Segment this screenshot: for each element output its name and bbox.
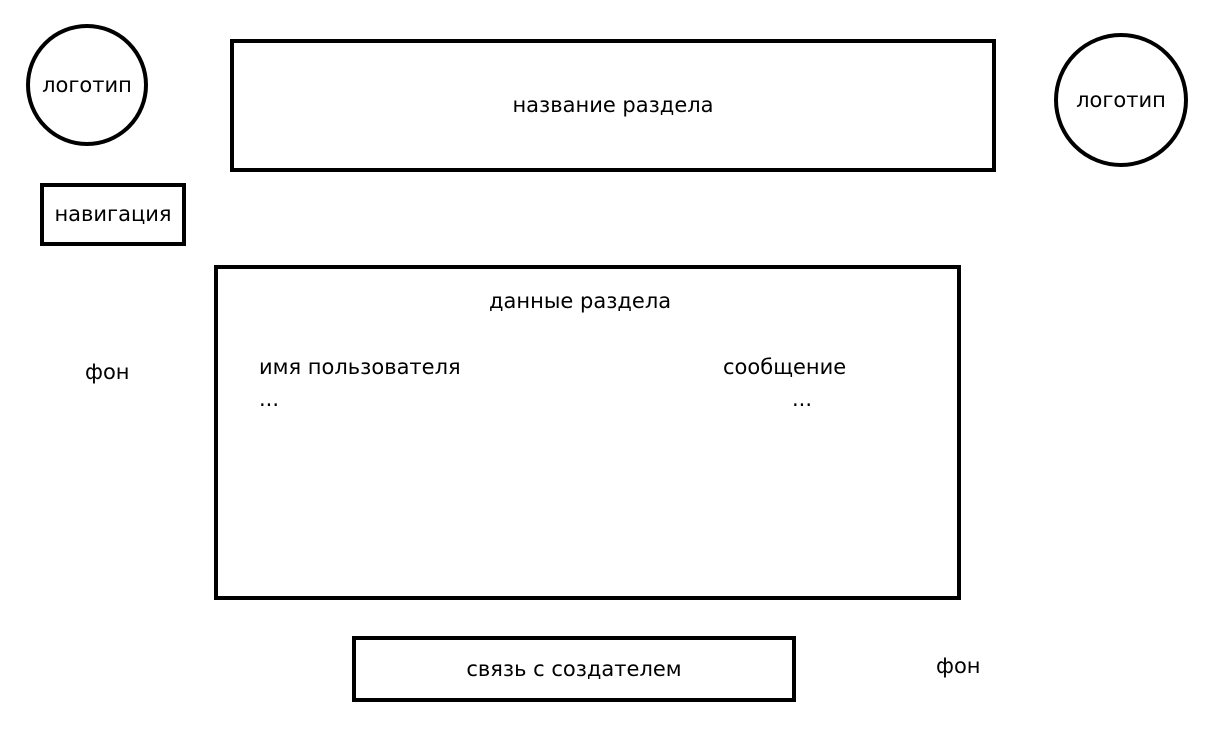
background-label-right: фон	[936, 654, 981, 678]
logo-left[interactable]: логотип	[26, 24, 148, 146]
contact-creator-label: связь с создателем	[466, 656, 682, 681]
navigation-label: навигация	[54, 202, 172, 226]
column-header-username: имя пользователя	[259, 355, 461, 379]
section-title: название раздела	[512, 93, 714, 117]
column-header-message: сообщение	[723, 355, 847, 379]
logo-left-label: логотип	[42, 72, 132, 97]
username-ellipsis: ...	[259, 387, 280, 411]
logo-right-label: логотип	[1076, 87, 1166, 112]
section-data-panel: данные раздела имя пользователя сообщени…	[214, 265, 961, 600]
logo-right[interactable]: логотип	[1054, 33, 1188, 167]
contact-creator-button[interactable]: связь с создателем	[352, 636, 796, 702]
navigation-button[interactable]: навигация	[40, 183, 186, 246]
section-data-title: данные раздела	[489, 289, 672, 313]
section-title-box: название раздела	[230, 39, 996, 172]
background-label-left: фон	[85, 360, 130, 384]
message-ellipsis: ...	[792, 387, 813, 411]
